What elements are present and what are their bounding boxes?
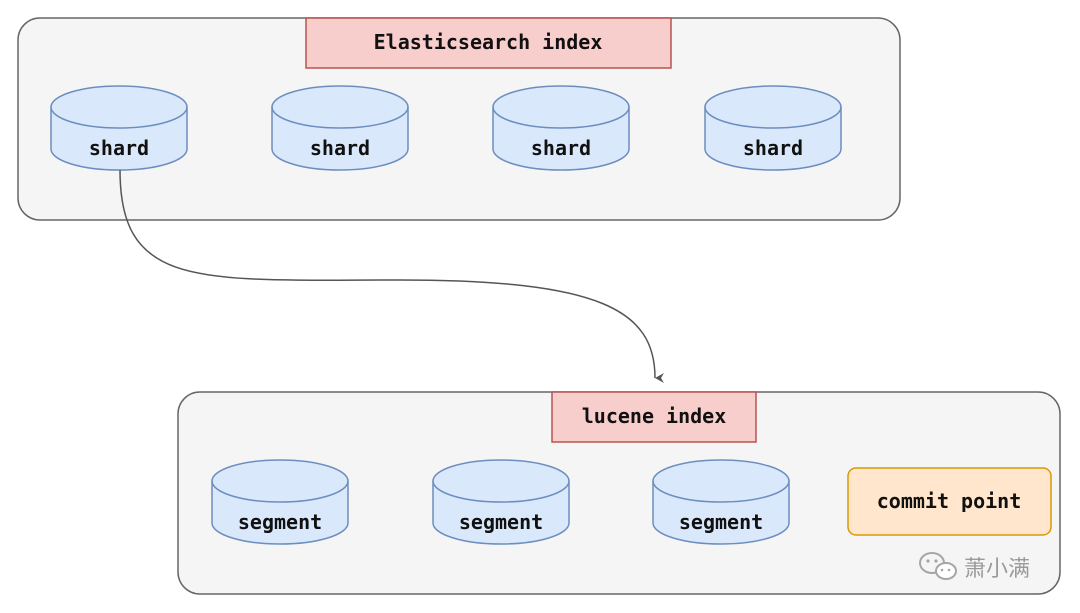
watermark-text: 萧小满 <box>964 557 1030 582</box>
lucene-index-title: lucene index <box>582 404 727 428</box>
shard-label: shard <box>531 136 591 160</box>
shard-cylinder-3: shard <box>492 85 630 171</box>
shard-cylinder-2: shard <box>271 85 409 171</box>
commit-point-box <box>847 467 1052 536</box>
lucene-index-title-box <box>551 391 757 443</box>
shard-label: shard <box>89 136 149 160</box>
segment-cylinder-2: segment <box>432 459 570 545</box>
shard-cylinder-4: shard <box>704 85 842 171</box>
shard-cylinder-1: shard <box>50 85 188 171</box>
elasticsearch-index-group: Elasticsearch index <box>17 17 901 221</box>
shard-label: shard <box>743 136 803 160</box>
segment-label: segment <box>679 510 763 534</box>
segment-label: segment <box>238 510 322 534</box>
elasticsearch-index-title: Elasticsearch index <box>374 30 603 54</box>
wechat-icon <box>919 552 957 580</box>
shard-label: shard <box>310 136 370 160</box>
lucene-index-group: lucene index <box>177 391 1061 595</box>
commit-point-label: commit point <box>877 489 1022 513</box>
watermark: 萧小满 <box>919 552 1030 582</box>
commit-point-node: commit point <box>847 467 1052 536</box>
segment-label: segment <box>459 510 543 534</box>
elasticsearch-index-title-box <box>305 17 672 69</box>
shard-to-lucene-arrow <box>119 169 665 383</box>
segment-cylinder-3: segment <box>652 459 790 545</box>
segment-cylinder-1: segment <box>211 459 349 545</box>
